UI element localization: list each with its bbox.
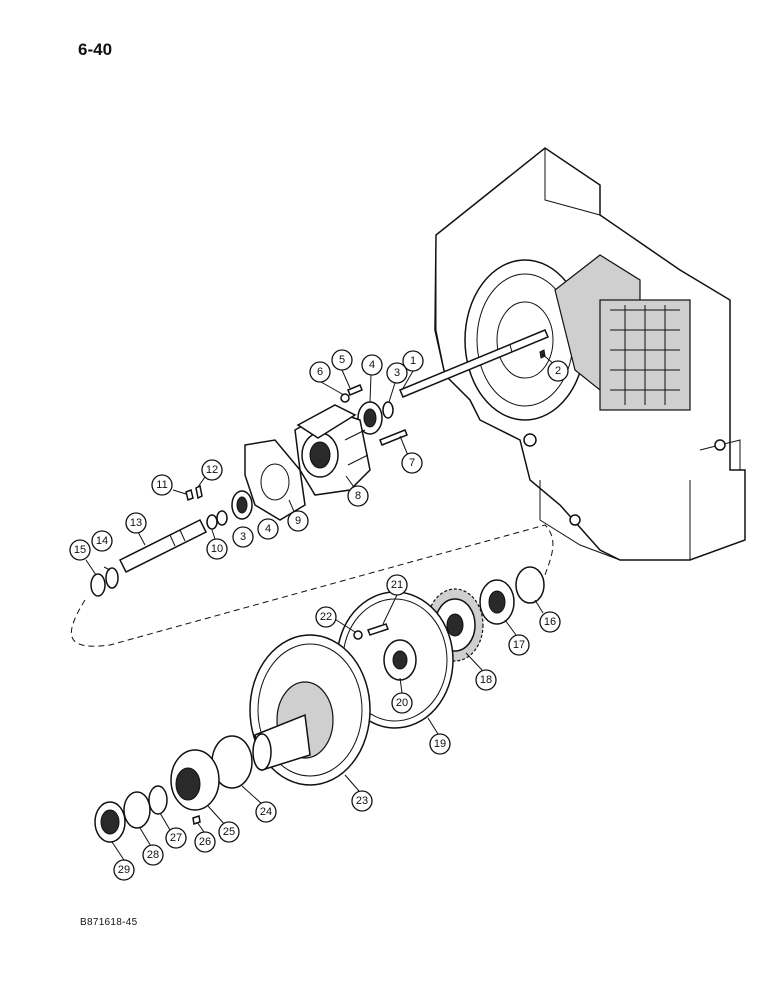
svg-text:19: 19	[434, 738, 446, 750]
bearing-part-20	[383, 639, 417, 681]
svg-text:11: 11	[156, 479, 167, 491]
svg-text:2: 2	[555, 365, 561, 377]
callout-13: 13	[125, 512, 147, 534]
callout-10: 10	[206, 538, 228, 560]
callout-22: 22	[315, 606, 337, 628]
callout-1: 1	[402, 350, 424, 372]
svg-text:8: 8	[355, 490, 361, 502]
bolt-part-5	[347, 384, 363, 396]
shaft-part-13	[118, 518, 208, 574]
svg-text:28: 28	[147, 849, 159, 861]
callout-25: 25	[218, 821, 240, 843]
bearing-part-4-lower	[231, 490, 253, 520]
svg-text:7: 7	[409, 457, 415, 469]
callout-19: 19	[429, 733, 451, 755]
callout-29: 29	[113, 859, 135, 881]
bearing-part-17	[479, 579, 515, 625]
svg-text:10: 10	[211, 543, 223, 555]
callout-4: 4	[361, 354, 383, 376]
pin-part-11	[185, 488, 194, 502]
callout-27: 27	[165, 827, 187, 849]
callout-3-lower: 3	[232, 526, 254, 548]
pump-housing-part-8	[294, 404, 371, 496]
callout-3: 3	[386, 362, 408, 384]
svg-text:3: 3	[394, 367, 400, 379]
callout-4-lower: 4	[257, 518, 279, 540]
svg-text:22: 22	[320, 611, 332, 623]
svg-text:4: 4	[265, 523, 271, 535]
callout-5: 5	[331, 349, 353, 371]
svg-text:14: 14	[96, 535, 108, 547]
callout-26: 26	[194, 831, 216, 853]
gasket-part-9	[244, 439, 306, 521]
ring-part-3	[382, 401, 394, 419]
washer-part-6	[340, 393, 350, 403]
assembly-path-line	[70, 524, 554, 647]
svg-text:12: 12	[206, 464, 218, 476]
callout-28: 28	[142, 844, 164, 866]
svg-text:16: 16	[544, 616, 556, 628]
svg-text:27: 27	[170, 832, 182, 844]
svg-text:6: 6	[317, 366, 323, 378]
callout-11: 11	[151, 474, 173, 496]
svg-text:17: 17	[513, 639, 525, 651]
torque-converter-part-23	[249, 634, 371, 786]
callout-2: 2	[547, 360, 569, 382]
ball-part-22	[353, 630, 363, 640]
callout-15: 15	[69, 539, 91, 561]
callout-14: 14	[91, 530, 113, 552]
callout-6: 6	[309, 361, 331, 383]
callout-18: 18	[475, 669, 497, 691]
svg-text:18: 18	[480, 674, 492, 686]
callout-8: 8	[347, 485, 369, 507]
figure-code: B871618-45	[80, 917, 138, 928]
shaft-part-1	[399, 329, 549, 398]
transmission-housing	[434, 147, 746, 561]
callout-24: 24	[255, 801, 277, 823]
page-number: 6-40	[78, 40, 113, 59]
svg-text:15: 15	[74, 544, 86, 556]
callout-23: 23	[351, 790, 373, 812]
bolt-part-7	[379, 429, 408, 446]
callout-12: 12	[201, 459, 223, 481]
svg-text:23: 23	[356, 795, 368, 807]
svg-text:29: 29	[118, 864, 130, 876]
svg-text:25: 25	[223, 826, 235, 838]
ring-part-27	[148, 785, 168, 815]
cover-part-25	[170, 749, 220, 811]
callout-9: 9	[287, 510, 309, 532]
pin-part-12	[195, 484, 203, 500]
callout-20: 20	[391, 692, 413, 714]
svg-text:26: 26	[199, 836, 211, 848]
ring-part-14	[105, 567, 119, 589]
svg-text:13: 13	[130, 517, 142, 529]
bearing-part-28	[123, 791, 151, 829]
svg-text:24: 24	[260, 806, 272, 818]
svg-text:21: 21	[391, 579, 403, 591]
svg-text:3: 3	[240, 531, 246, 543]
bolt-part-26	[192, 815, 201, 825]
spring-part-21	[367, 623, 389, 636]
svg-text:1: 1	[410, 355, 416, 367]
seal-part-29	[94, 801, 126, 843]
ring-part-10	[206, 514, 218, 530]
svg-text:5: 5	[339, 354, 345, 366]
callout-16: 16	[539, 611, 561, 633]
snap-ring-part-15	[90, 573, 106, 597]
callout-17: 17	[508, 634, 530, 656]
callout-7: 7	[401, 452, 423, 474]
svg-text:20: 20	[396, 697, 408, 709]
callout-21: 21	[386, 574, 408, 596]
snap-ring-part-16	[515, 566, 545, 604]
ring-part-3-lower	[216, 510, 228, 526]
svg-text:9: 9	[295, 515, 301, 527]
svg-text:4: 4	[369, 359, 375, 371]
